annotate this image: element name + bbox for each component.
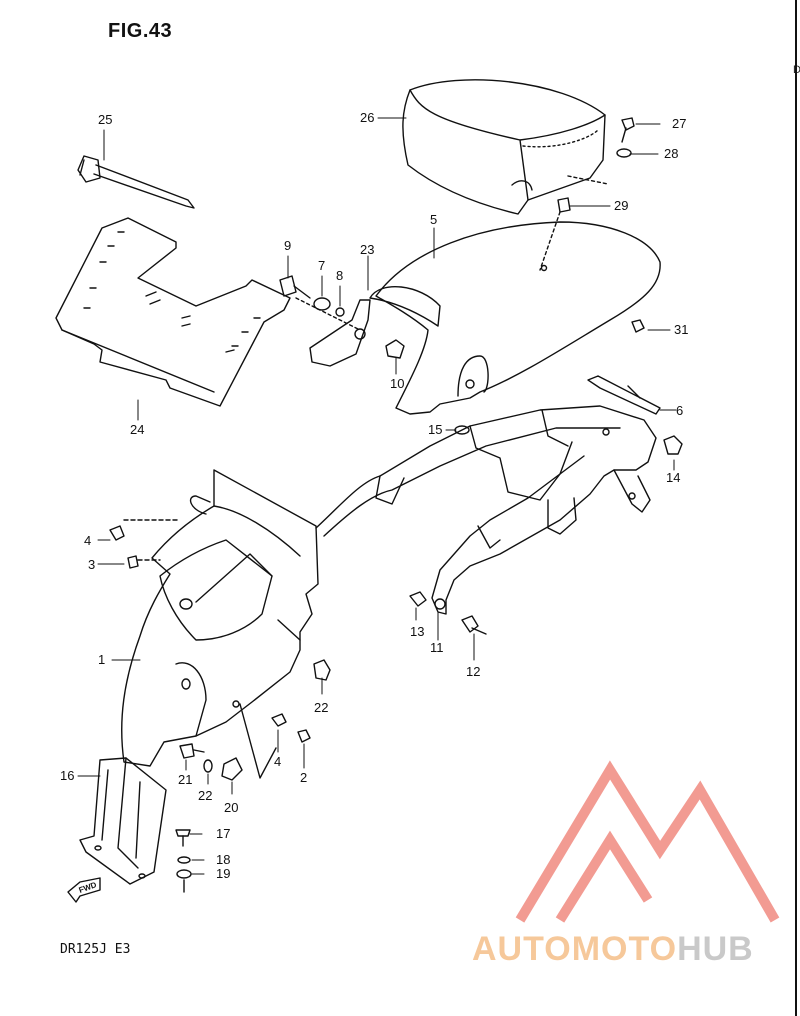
- rear-fender-lower-part: [121, 469, 319, 767]
- callout-13: 13: [410, 624, 424, 639]
- rear-frame-part: [315, 405, 657, 615]
- callout-labels: 25 26 27 28 29 5 23 9 7 8 10 31 6 15 14 …: [60, 110, 688, 881]
- cable-tie-part: [77, 155, 195, 209]
- callout-15: 15: [428, 422, 442, 437]
- model-code: DR125J E3: [60, 942, 131, 957]
- callout-22: 22: [198, 788, 212, 803]
- reflector-hardware: [179, 703, 277, 781]
- watermark-logo: [515, 760, 780, 923]
- fwd-arrow: [67, 877, 101, 903]
- callout-29: 28: [664, 146, 678, 161]
- fender-screws: [109, 519, 331, 743]
- watermark-brand: AUTOMOTOHUB: [472, 930, 754, 969]
- mudflap-hardware: [175, 829, 192, 893]
- callout-23: 22: [314, 700, 328, 715]
- callout-2: 2: [300, 770, 307, 785]
- callout-18: 18: [216, 852, 230, 867]
- callout-4-upper: 4: [84, 533, 91, 548]
- figure-title: FIG.43: [108, 20, 173, 42]
- callout-11: 11: [430, 640, 444, 655]
- callout-3: 3: [88, 557, 95, 572]
- callout-17: 17: [216, 826, 230, 841]
- inner-cover-part: [55, 217, 291, 407]
- callout-8: 8: [336, 268, 343, 283]
- callout-9: 9: [284, 238, 291, 253]
- callout-28: 27: [672, 116, 686, 131]
- bracket-part: [587, 319, 683, 455]
- callout-24: 23: [360, 242, 374, 257]
- mudflap-part: [79, 757, 167, 885]
- watermark-text-2: HUB: [677, 930, 754, 968]
- rear-fender-part: [309, 221, 661, 415]
- callout-21: 21: [178, 772, 192, 787]
- seat-hardware: [539, 117, 635, 271]
- callout-12: 12: [466, 664, 480, 679]
- watermark-text-1: AUTOMOTO: [472, 930, 678, 968]
- callout-20: 20: [224, 800, 238, 815]
- callout-4-lower: 4: [274, 754, 281, 769]
- callout-19: 19: [216, 866, 230, 881]
- callout-30: 29: [614, 198, 628, 213]
- callout-16: 16: [60, 768, 74, 783]
- leader-lines: [77, 117, 677, 875]
- callout-5: 5: [430, 212, 437, 227]
- callout-6: 6: [676, 403, 683, 418]
- callout-27: 26: [360, 110, 374, 125]
- callout-7: 7: [318, 258, 325, 273]
- callout-14: 14: [666, 470, 680, 485]
- callout-1: 1: [98, 652, 105, 667]
- callout-25: 24: [130, 422, 144, 437]
- callout-10: 10: [390, 376, 404, 391]
- callout-31: 31: [674, 322, 688, 337]
- seat-pad-part: [402, 79, 606, 215]
- frame-hardware: [409, 591, 487, 635]
- callout-26: 25: [98, 112, 112, 127]
